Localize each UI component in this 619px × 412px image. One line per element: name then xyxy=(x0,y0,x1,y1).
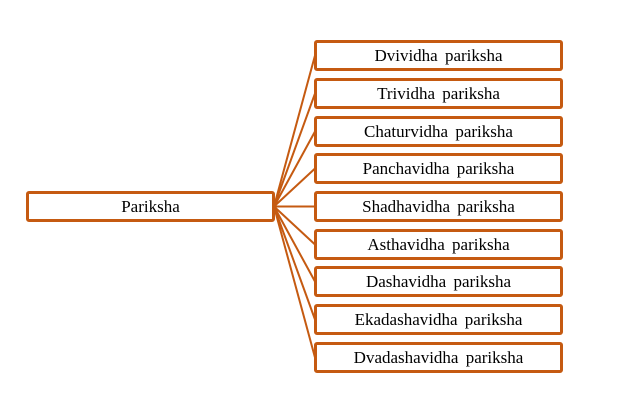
child-node-label: Trividha pariksha xyxy=(377,83,500,103)
root-node-label: Pariksha xyxy=(121,196,180,216)
child-node-dashavidha: Dashavidha pariksha xyxy=(314,266,563,297)
child-node-chaturvidha: Chaturvidha pariksha xyxy=(314,116,563,147)
connector-line-2 xyxy=(273,131,316,207)
child-node-panchavidha: Panchavidha pariksha xyxy=(314,153,563,184)
child-node-shadhavidha: Shadhavidha pariksha xyxy=(314,191,563,222)
child-node-label: Dashavidha pariksha xyxy=(365,271,512,291)
child-node-label: Dvadashavidha pariksha xyxy=(353,347,524,367)
connector-line-7 xyxy=(273,206,316,320)
child-node-dvividha: Dvividha pariksha xyxy=(314,40,563,71)
connector-line-8 xyxy=(273,206,316,358)
child-node-trividha: Trividha pariksha xyxy=(314,78,563,109)
connector-line-6 xyxy=(273,206,316,282)
child-node-label: Shadhavidha pariksha xyxy=(362,196,515,216)
child-node-label: Panchavidha pariksha xyxy=(362,158,515,178)
child-node-label: Dvividha pariksha xyxy=(374,45,503,65)
child-node-label: Asthavidha pariksha xyxy=(367,234,510,254)
child-node-label: Chaturvidha pariksha xyxy=(364,121,513,141)
connector-line-3 xyxy=(273,167,316,208)
root-node-pariksha: Pariksha xyxy=(26,191,275,222)
connector-line-5 xyxy=(273,205,316,246)
child-node-dvadashavidha: Dvadashavidha pariksha xyxy=(314,342,563,373)
child-node-ekadashavidha: Ekadashavidha pariksha xyxy=(314,304,563,335)
connector-line-0 xyxy=(273,55,316,207)
child-node-label: Ekadashavidha pariksha xyxy=(354,309,523,329)
connector-line-1 xyxy=(273,93,316,207)
child-node-asthavidha: Asthavidha pariksha xyxy=(314,229,563,260)
